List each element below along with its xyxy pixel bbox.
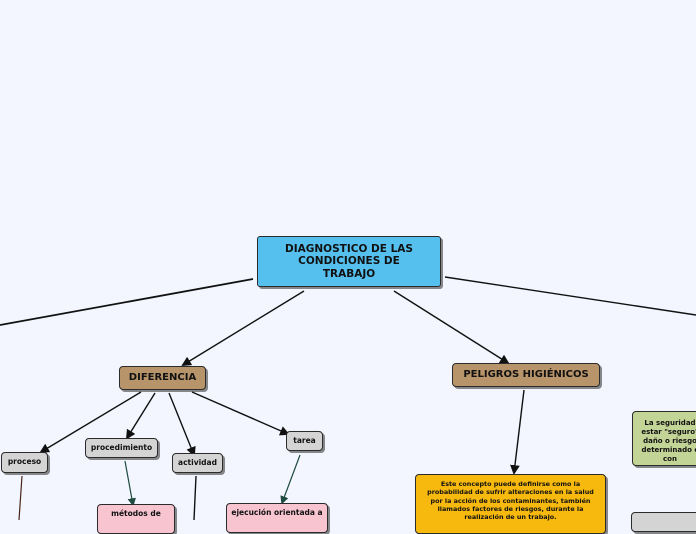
peligros-node[interactable]: PELIGROS HIGIÉNICOS <box>452 363 600 387</box>
procedimiento-node[interactable]: procedimiento <box>85 438 158 458</box>
metodos-label: métodos de <box>111 509 161 518</box>
connector-layer <box>0 276 696 520</box>
connector-root-left <box>0 278 254 326</box>
root-title: DIAGNOSTICO DE LAS CONDICIONES DE TRABAJ… <box>285 243 413 280</box>
partial-node-bottom-right[interactable] <box>631 512 696 532</box>
connector-diferencia-proceso <box>39 391 142 454</box>
connector-diferencia-procedimiento <box>125 392 156 440</box>
connector-procedimiento-metodos <box>124 460 136 507</box>
ejecucion-node[interactable]: ejecución orientada a <box>226 503 328 533</box>
connector-actividad-down <box>193 475 197 520</box>
connector-root-diferencia <box>181 290 305 367</box>
proceso-node[interactable]: proceso <box>1 452 48 473</box>
actividad-label: actividad <box>178 457 217 467</box>
seguridad-node[interactable]: La seguridad estar "seguro" daño o riesg… <box>632 411 696 466</box>
root-node[interactable]: DIAGNOSTICO DE LAS CONDICIONES DE TRABAJ… <box>257 236 441 287</box>
connector-tarea-ejecucion <box>280 454 301 505</box>
metodos-node[interactable]: métodos de <box>97 504 175 534</box>
tarea-node[interactable]: tarea <box>286 431 323 451</box>
connector-peligros-desc <box>510 389 525 475</box>
peligros-desc-node[interactable]: Este concepto puede definirse como la pr… <box>415 474 606 534</box>
actividad-node[interactable]: actividad <box>172 453 223 473</box>
seguridad-text: La seguridad estar "seguro" daño o riesg… <box>641 419 696 464</box>
ejecucion-label: ejecución orientada a <box>231 508 323 517</box>
procedimiento-label: procedimiento <box>90 442 153 452</box>
connector-proceso-down <box>18 475 23 520</box>
diferencia-label: DIFERENCIA <box>128 372 197 384</box>
diferencia-node[interactable]: DIFERENCIA <box>119 366 206 390</box>
tarea-label: tarea <box>293 435 316 445</box>
peligros-label: PELIGROS HIGIÉNICOS <box>463 369 589 381</box>
connector-root-right <box>444 276 696 316</box>
connector-diferencia-actividad <box>168 392 196 457</box>
connector-diferencia-tarea <box>191 391 290 436</box>
peligros-desc-text: Este concepto puede definirse como la pr… <box>427 480 594 522</box>
proceso-label: proceso <box>7 457 42 467</box>
connector-root-peligros <box>393 290 510 365</box>
